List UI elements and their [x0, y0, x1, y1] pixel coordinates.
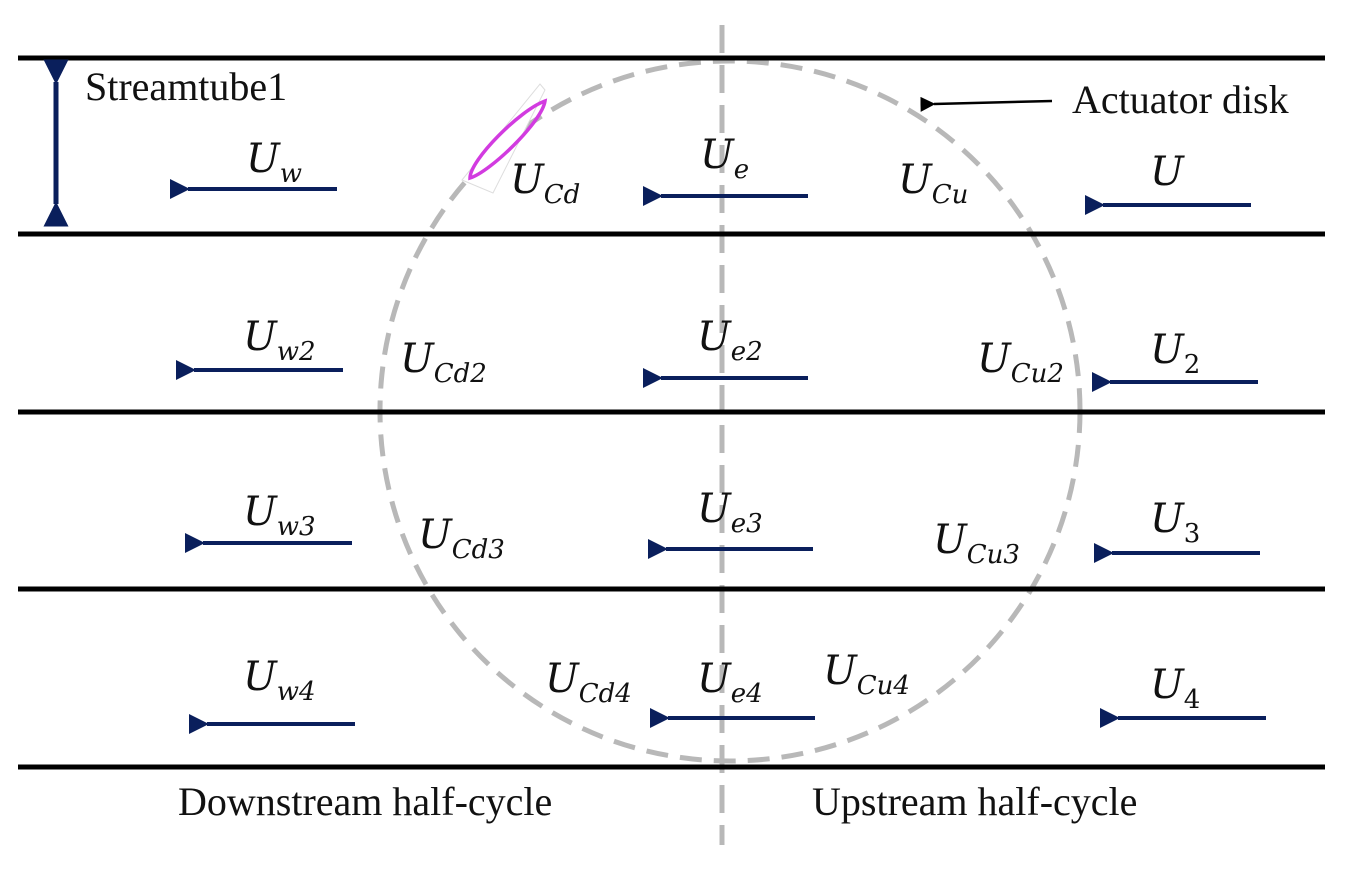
- label-u4: U4: [1150, 662, 1200, 715]
- actuator-disk-pointer: [920, 96, 1053, 112]
- label-u: U: [1150, 149, 1185, 195]
- label-u-e: Ue: [700, 132, 749, 185]
- label-u-cd2: UCd2: [400, 336, 487, 389]
- label-u-cu: UCu: [898, 157, 968, 210]
- label-u-cd3: UCd3: [418, 512, 505, 565]
- label-u-w4: Uw4: [243, 654, 316, 707]
- blade-airfoil-icon: [461, 83, 548, 194]
- label-u-w3: Uw3: [243, 489, 316, 542]
- label-u-cu4: UCu4: [823, 648, 910, 701]
- label-u3: U3: [1150, 496, 1200, 549]
- label-u-cd4: UCd4: [545, 656, 632, 709]
- label-u-w2: Uw2: [243, 314, 316, 367]
- label-u2: U2: [1150, 327, 1200, 380]
- streamtube-label: Streamtube1: [85, 64, 287, 109]
- label-u-e2: Ue2: [697, 314, 763, 367]
- label-u-w: Uw: [246, 136, 302, 189]
- downstream-label: Downstream half-cycle: [178, 779, 552, 824]
- label-u-e4: Ue4: [697, 656, 763, 709]
- label-u-cu3: UCu3: [933, 517, 1020, 570]
- label-u-cu2: UCu2: [977, 336, 1064, 389]
- actuator-disk-label: Actuator disk: [1072, 77, 1289, 122]
- label-u-e3: Ue3: [697, 486, 763, 539]
- label-u-cd: UCd: [510, 157, 580, 210]
- upstream-label: Upstream half-cycle: [812, 779, 1137, 824]
